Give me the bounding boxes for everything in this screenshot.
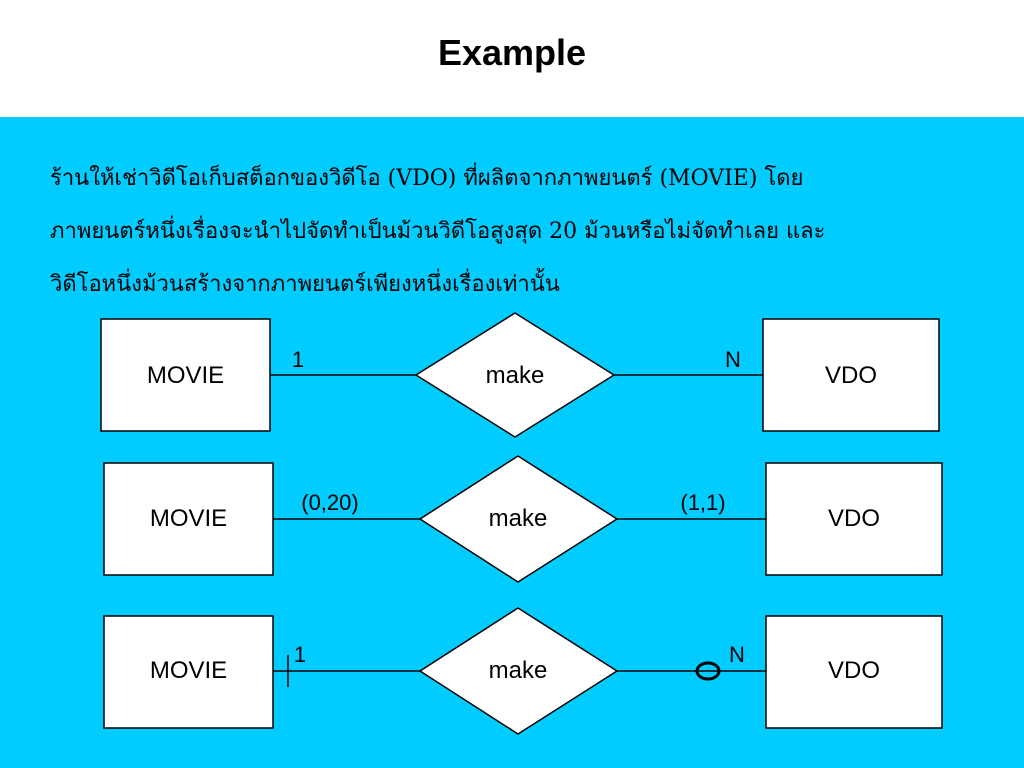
relationship-label: make [489, 505, 548, 532]
relationship-diamond [418, 455, 619, 583]
cardinality-left: 1 [292, 347, 304, 372]
description-line-3: วิดีโอหนึ่งม้วนสร้างจากภาพยนตร์เพียงหนึ่… [50, 272, 560, 297]
circle-icon [695, 661, 721, 681]
description-line-1: ร้านให้เช่าวิดีโอเก็บสต็อกของวิดีโอ (VDO… [50, 166, 804, 191]
entity-label-vdo: VDO [825, 362, 877, 389]
cardinality-left: 1 [294, 642, 306, 667]
er-diagram-3: MOVIE make VDO 1 N [103, 607, 943, 735]
entity-box-vdo [765, 462, 943, 576]
cardinality-right: N [725, 347, 741, 372]
description-line-2: ภาพยนตร์หนึ่งเรื่องจะนำไปจัดทำเป็นม้วนวิ… [50, 219, 826, 244]
cardinality-right: (1,1) [680, 490, 725, 515]
er-diagram-2: MOVIE make VDO (0,20) (1,1) [103, 455, 943, 583]
entity-box-movie [103, 462, 274, 576]
title-bar [0, 0, 1024, 117]
entity-box-vdo [762, 318, 940, 432]
entity-label-vdo: VDO [828, 657, 880, 684]
cardinality-right: N [729, 642, 745, 667]
entity-label-movie: MOVIE [150, 505, 227, 532]
cardinality-left: (0,20) [301, 490, 358, 515]
entity-box-movie [100, 318, 271, 432]
relationship-label: make [489, 657, 548, 684]
entity-label-vdo: VDO [828, 505, 880, 532]
er-diagram-1: MOVIE make VDO 1 N [100, 312, 940, 438]
entity-label-movie: MOVIE [147, 362, 224, 389]
entity-box-vdo [765, 615, 943, 729]
entity-box-movie [103, 615, 274, 729]
description-text: ร้านให้เช่าวิดีโอเก็บสต็อกของวิดีโอ (VDO… [50, 152, 970, 311]
relationship-diamond [418, 607, 619, 735]
entity-label-movie: MOVIE [150, 657, 227, 684]
slide-title: Example [437, 32, 587, 73]
relationship-label: make [486, 362, 545, 389]
relationship-diamond [414, 312, 616, 438]
